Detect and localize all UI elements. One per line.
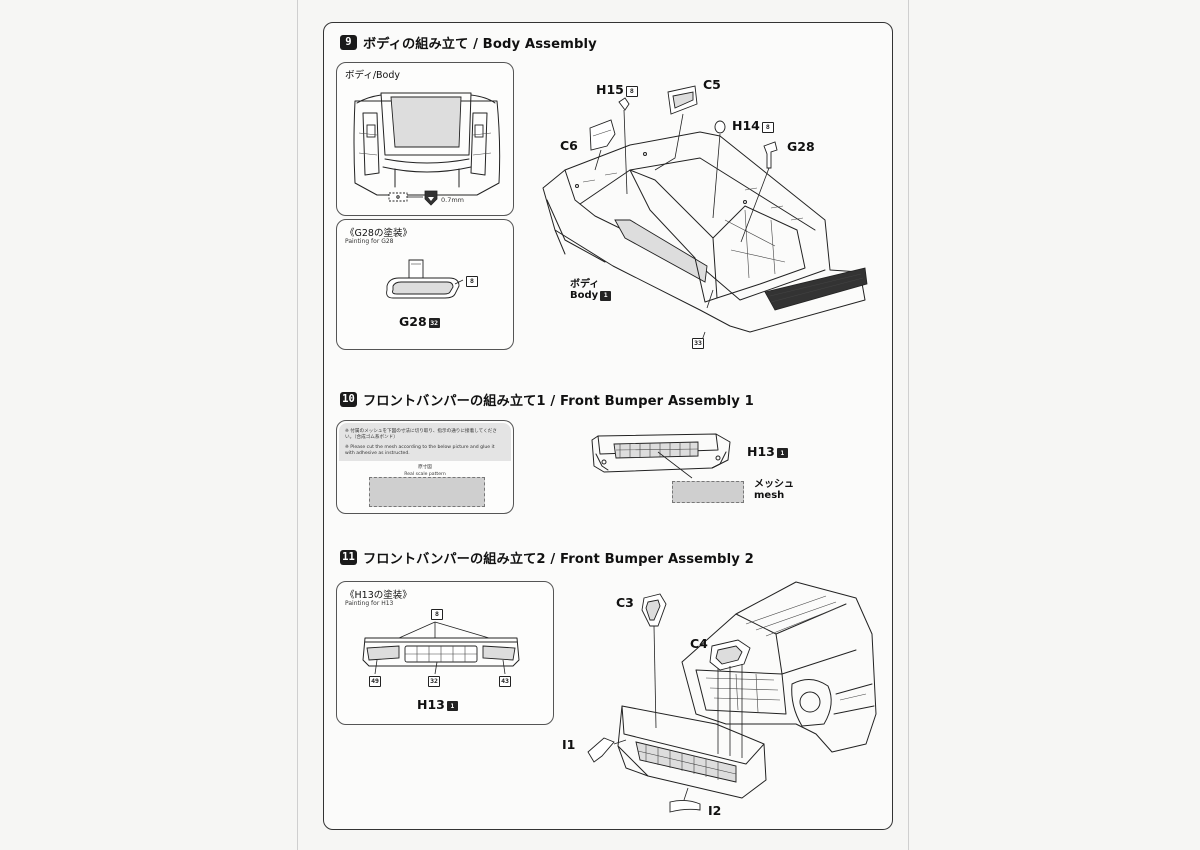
g28-mirror-drawing: [386, 259, 464, 299]
front-bumper-assembly-drawing: [587, 581, 877, 813]
body-interior-drawing: [353, 92, 501, 206]
part-c3-label: C3: [616, 595, 634, 610]
part-c5-label: C5: [703, 77, 721, 92]
h13-grille-drawing: [362, 621, 520, 675]
part-h15-badge: 8: [625, 85, 638, 97]
h13-color-left-badge: 49: [369, 675, 381, 687]
step10-title: フロントバンパーの組み立て1 / Front Bumper Assembly 1: [363, 394, 754, 409]
part-h13-badge-step10: 1: [776, 448, 788, 458]
g28-color-badge: 8: [466, 275, 478, 287]
body-color-label: 33: [690, 335, 704, 349]
body-detail-panel: ボディ/Body 0.7mm: [336, 62, 514, 216]
step9-number: 9: [340, 35, 357, 50]
body-assembly-drawing: [542, 85, 868, 347]
step10-number: 10: [340, 392, 357, 407]
mesh-real-scale-pattern: [369, 477, 485, 507]
scale-label-jp: 原寸図: [418, 465, 432, 470]
part-g28-label: G28: [787, 139, 815, 154]
h13-color-top-badge: 8: [431, 608, 443, 620]
mesh-instruction-panel: ※ 付属のメッシュを下図の寸法に切り取り、指示の通りに接着してください。（合成ゴ…: [336, 420, 514, 514]
g28-panel-subtitle: Painting for G28: [345, 238, 394, 245]
step10-heading: 10 フロントバンパーの組み立て1 / Front Bumper Assembl…: [340, 390, 754, 409]
h13-color-right: 43: [497, 673, 511, 687]
step11-title: フロントバンパーの組み立て2 / Front Bumper Assembly 2: [363, 552, 754, 567]
scale-label-en: Real scale pattern: [404, 472, 446, 477]
sheet-edge-left: [297, 0, 298, 850]
mesh-label-en: mesh: [754, 490, 785, 501]
h13-panel-title: 《H13の塗装》: [345, 590, 412, 601]
g28-color-code: 8: [464, 273, 478, 287]
part-i1-label: I1: [562, 737, 576, 752]
mesh-note-background: [339, 423, 511, 461]
mesh-note-en: ※ Please cut the mesh according to the b…: [345, 445, 495, 456]
h13-color-left: 49: [367, 673, 381, 687]
sheet-edge-right: [908, 0, 909, 850]
step9-heading: 9 ボディの組み立て / Body Assembly: [340, 33, 597, 52]
h13-color-center: 32: [426, 673, 440, 687]
step11-number: 11: [340, 550, 357, 565]
g28-panel-title: 《G28の塗装》: [345, 228, 412, 239]
h13-color-center-badge: 32: [428, 675, 440, 687]
part-h14-badge: 8: [761, 121, 774, 133]
h13-part-badge: 1: [446, 701, 458, 711]
part-h13-text-step10: H13: [747, 444, 775, 459]
mesh-label-jp: メッシュ: [754, 479, 794, 490]
h13-color-right-badge: 43: [499, 675, 511, 687]
g28-part-text: G28: [399, 314, 427, 329]
h13-panel-subtitle: Painting for H13: [345, 600, 394, 607]
body-part-text-en: Body: [570, 290, 599, 301]
body-part-label-jp: ボディ: [570, 279, 600, 290]
h13-painting-panel: 《H13の塗装》 Painting for H13 8 49 32 43 H13…: [336, 581, 554, 725]
part-c4-label: C4: [690, 636, 708, 651]
h13-color-top: 8: [429, 606, 443, 620]
part-c6-label: C6: [560, 138, 578, 153]
step9-title: ボディの組み立て / Body Assembly: [363, 37, 597, 52]
part-i2-label: I2: [708, 803, 722, 818]
body-color-badge: 33: [692, 337, 704, 349]
drill-size-label: 0.7mm: [441, 196, 465, 204]
step11-heading: 11 フロントバンパーの組み立て2 / Front Bumper Assembl…: [340, 548, 754, 567]
h13-part-text: H13: [417, 697, 445, 712]
front-bumper-drawing: [591, 433, 731, 479]
part-h14-text: H14: [732, 118, 760, 133]
g28-part-badge: 32: [428, 318, 440, 328]
body-part-badge: 1: [600, 290, 612, 301]
part-h15-text: H15: [596, 82, 624, 97]
mesh-piece: [672, 481, 744, 503]
mesh-note-jp: ※ 付属のメッシュを下図の寸法に切り取り、指示の通りに接着してください。（合成ゴ…: [345, 429, 497, 440]
body-panel-title: ボディ/Body: [345, 70, 401, 81]
